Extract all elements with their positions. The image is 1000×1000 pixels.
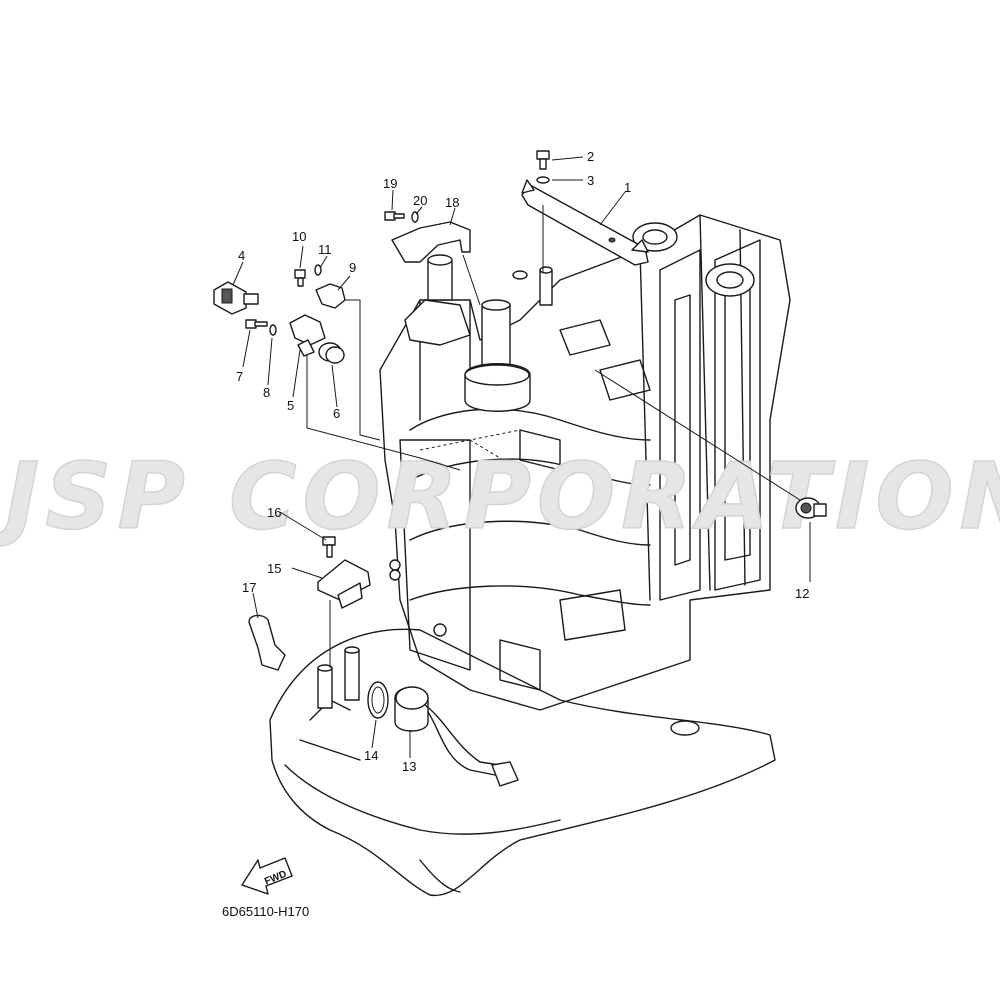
washer-part-3: [536, 176, 550, 184]
callout-1: 1: [624, 180, 631, 195]
callout-5: 5: [287, 398, 294, 413]
engine-block: [379, 214, 791, 711]
bolt-part-10: [294, 269, 306, 287]
grommet-cable-part-13: [394, 686, 519, 787]
callout-11: 11: [318, 242, 332, 257]
callout-7: 7: [236, 369, 243, 384]
holder-part-15: [317, 559, 371, 609]
grommet-part-6: [318, 342, 345, 364]
switch-part-12: [795, 497, 827, 519]
callout-18: 18: [445, 195, 459, 210]
callout-17: 17: [242, 580, 256, 595]
screw-part-7: [245, 319, 268, 329]
callout-8: 8: [263, 385, 270, 400]
bolt-part-2: [536, 150, 550, 170]
sensor-part-4: [213, 281, 259, 315]
leader-lines: [232, 156, 811, 758]
callout-19: 19: [383, 176, 397, 191]
bracket-part-18: [391, 221, 471, 263]
callout-16: 16: [267, 505, 281, 520]
o-ring-part-14: [367, 681, 389, 719]
callout-labels: 1 2 3 4 5 6 7 8 9 10 11 12 13 14 15 16 1…: [236, 149, 809, 774]
callout-14: 14: [364, 748, 378, 763]
washer-part-11: [314, 264, 322, 276]
bracket-part-1: [521, 179, 649, 266]
callout-10: 10: [292, 229, 306, 244]
callout-20: 20: [413, 193, 427, 208]
washer-part-8: [269, 324, 277, 336]
callout-15: 15: [267, 561, 281, 576]
bottom-cowling: [269, 628, 776, 896]
bolt-part-19: [384, 211, 405, 221]
washer-part-20: [411, 211, 419, 223]
callout-3: 3: [587, 173, 594, 188]
watermark: JSP CORPORATION: [0, 443, 1000, 550]
callout-12: 12: [795, 586, 809, 601]
callout-2: 2: [587, 149, 594, 164]
clip-part-17: [248, 614, 286, 671]
callout-6: 6: [333, 406, 340, 421]
callout-9: 9: [349, 260, 356, 275]
callout-13: 13: [402, 759, 416, 774]
fwd-arrow: FWD: [241, 857, 293, 895]
cover-part-5: [289, 314, 326, 357]
callout-4: 4: [238, 248, 245, 263]
bolt-part-16: [322, 536, 336, 558]
diagram-code: 6D65110-H170: [222, 904, 309, 919]
